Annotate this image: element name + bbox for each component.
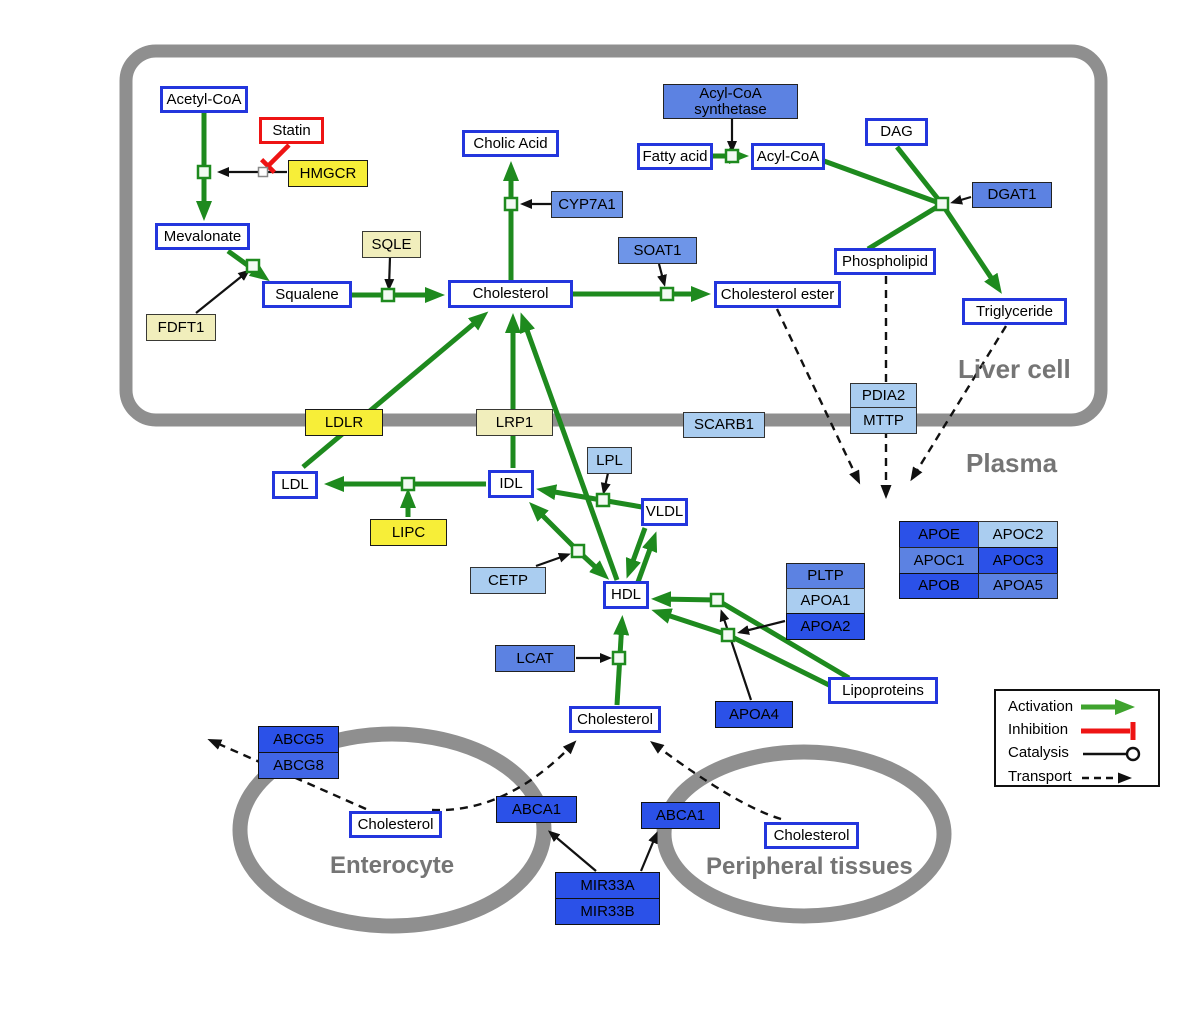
node-cholesterol-ester[interactable]: Cholesterol ester: [714, 281, 841, 308]
edge-enterocyte-cholesterol-plasma: [431, 740, 577, 812]
enterocyte-label: Enterocyte: [330, 852, 455, 879]
peripheral-tissues-label: Peripheral tissues: [706, 853, 913, 880]
edge-ldl-cholesterol: [301, 311, 489, 469]
node-abca1-left[interactable]: ABCA1: [496, 796, 577, 823]
node-apoa5[interactable]: APOA5: [978, 573, 1058, 599]
node-cyp7a1[interactable]: CYP7A1: [551, 191, 623, 218]
node-apoa1[interactable]: APOA1: [786, 588, 865, 614]
inhibition-edge-statin: [260, 143, 291, 174]
edge-vldl-hdl: [625, 527, 648, 579]
liver-cell-label: Liver cell: [958, 354, 1071, 384]
node-mir33a[interactable]: MIR33A: [555, 872, 660, 899]
node-soat1[interactable]: SOAT1: [618, 237, 697, 264]
node-apob[interactable]: APOB: [899, 573, 979, 599]
edge-cetp-catalysis: [535, 552, 571, 568]
edge-peripheral-cholesterol-plasma: [649, 741, 782, 821]
node-apoc1[interactable]: APOC1: [899, 547, 979, 574]
node-lrp1[interactable]: LRP1: [476, 409, 553, 436]
node-cholesterol-peripheral[interactable]: Cholesterol: [764, 822, 859, 849]
node-apoc3[interactable]: APOC3: [978, 547, 1058, 574]
edge-cetp-idl: [529, 502, 580, 553]
node-apoc2[interactable]: APOC2: [978, 521, 1058, 548]
node-acyl-coa[interactable]: Acyl-CoA: [751, 143, 825, 170]
edge-dgat1-catalysis: [950, 194, 972, 205]
node-lpl[interactable]: LPL: [587, 447, 632, 474]
statin-anchor: [257, 166, 269, 178]
edge-hdl-cholesterol: [519, 312, 620, 581]
node-lipoproteins[interactable]: Lipoproteins: [828, 677, 938, 704]
legend-symbols: [1081, 699, 1141, 784]
edge-fdft1-catalysis: [195, 269, 251, 314]
peripheral-tissues-membrane: [656, 744, 952, 924]
node-lipc[interactable]: LIPC: [370, 519, 447, 546]
edge-junction-phospholipid: [866, 201, 944, 252]
legend-activation-label: Activation: [1008, 698, 1074, 715]
node-triglyceride[interactable]: Triglyceride: [962, 298, 1067, 325]
edge-junction-triglyceride: [939, 202, 1002, 294]
edge-apoa4-catalysis: [719, 609, 753, 701]
node-squalene[interactable]: Squalene: [262, 281, 352, 308]
node-fatty-acid[interactable]: Fatty acid: [637, 143, 713, 170]
node-cetp[interactable]: CETP: [470, 567, 546, 594]
node-cholesterol-plasma[interactable]: Cholesterol: [569, 706, 661, 733]
node-apoa2[interactable]: APOA2: [786, 613, 865, 640]
legend-inhibition-label: Inhibition: [1008, 721, 1069, 738]
node-acetyl-coa[interactable]: Acetyl-CoA: [160, 86, 248, 113]
node-abcg5[interactable]: ABCG5: [258, 726, 339, 753]
node-ldlr[interactable]: LDLR: [305, 409, 383, 436]
node-mir33b[interactable]: MIR33B: [555, 898, 660, 925]
edge-lpl-catalysis: [600, 472, 611, 495]
node-cholesterol-enterocyte[interactable]: Cholesterol: [349, 811, 442, 838]
legend-catalysis-label: Catalysis: [1008, 744, 1069, 761]
node-apoe[interactable]: APOE: [899, 521, 979, 548]
edge-triglyceride-plasma: [910, 325, 1008, 482]
node-dgat1[interactable]: DGAT1: [972, 182, 1052, 208]
edge-dag-junction: [895, 145, 944, 206]
reaction-anchors: [196, 148, 950, 666]
node-mevalonate[interactable]: Mevalonate: [155, 223, 250, 250]
edge-sqle-catalysis: [384, 256, 395, 291]
node-idl[interactable]: IDL: [488, 470, 534, 498]
node-vldl[interactable]: VLDL: [641, 498, 688, 526]
edge-cholesterolester-plasma: [775, 308, 861, 485]
legend-transport-label: Transport: [1008, 768, 1072, 785]
catalysis-edges: [195, 119, 972, 872]
node-scarb1[interactable]: SCARB1: [683, 412, 765, 438]
edge-vldl-idl: [536, 484, 643, 510]
node-lcat[interactable]: LCAT: [495, 645, 575, 672]
edge-mir33-abca1left: [547, 830, 597, 872]
node-cholesterol-liver[interactable]: Cholesterol: [448, 280, 573, 308]
node-pdia2[interactable]: PDIA2: [850, 383, 917, 409]
node-hdl[interactable]: HDL: [603, 581, 649, 609]
node-apoa4[interactable]: APOA4: [715, 701, 793, 728]
node-abca1-right[interactable]: ABCA1: [641, 802, 720, 829]
node-mttp[interactable]: MTTP: [850, 407, 917, 434]
node-phospholipid[interactable]: Phospholipid: [834, 248, 936, 275]
node-fdft1[interactable]: FDFT1: [146, 314, 216, 341]
plasma-label: Plasma: [966, 448, 1058, 478]
edge-mir33-abca1right: [639, 831, 658, 872]
liver-cell-membrane: [119, 44, 1108, 427]
node-cholic-acid[interactable]: Cholic Acid: [462, 130, 559, 157]
node-sqle[interactable]: SQLE: [362, 231, 421, 258]
edge-soat1-catalysis: [657, 263, 667, 287]
edge-acylcoa-junction: [823, 158, 943, 207]
node-acyl-coa-synthetase[interactable]: Acyl-CoA synthetase: [663, 84, 798, 119]
node-abcg8[interactable]: ABCG8: [258, 752, 339, 779]
node-dag[interactable]: DAG: [865, 118, 928, 146]
node-pltp[interactable]: PLTP: [786, 563, 865, 589]
node-statin[interactable]: Statin: [259, 117, 324, 144]
node-hmgcr[interactable]: HMGCR: [288, 160, 368, 187]
node-ldl[interactable]: LDL: [272, 471, 318, 499]
edge-apoa12-catalysis: [737, 619, 786, 635]
enterocyte-membrane: [232, 726, 552, 934]
